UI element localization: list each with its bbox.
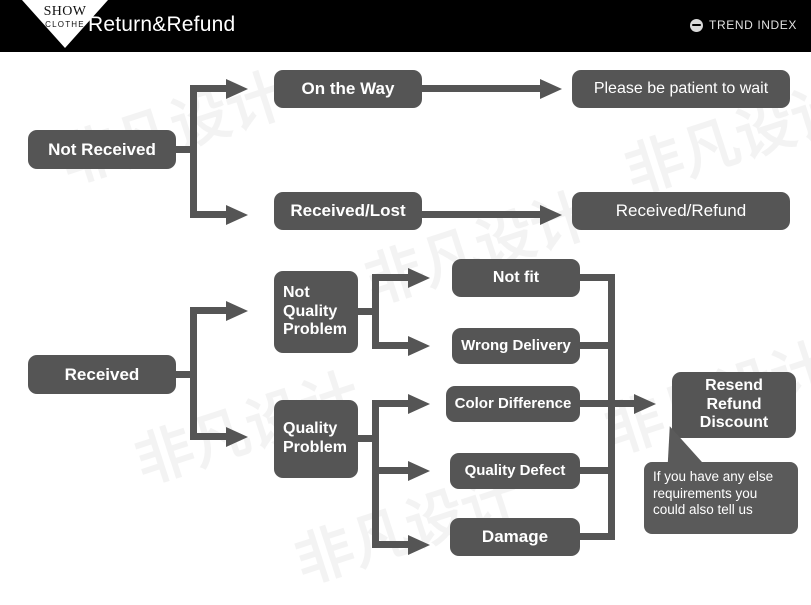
- node-wrong-delivery[interactable]: Wrong Delivery: [452, 328, 580, 364]
- node-quality-defect[interactable]: Quality Defect: [450, 453, 580, 489]
- connector-line: [578, 274, 615, 281]
- arrow-head: [226, 205, 248, 225]
- watermark: 非凡设计: [48, 48, 295, 200]
- callout-note: If you have any else requirements you co…: [644, 462, 798, 534]
- connector-line: [608, 400, 640, 407]
- connector-line: [174, 371, 196, 378]
- connector-line: [356, 308, 378, 315]
- callout-line: requirements you: [653, 485, 758, 501]
- connector-line: [578, 342, 615, 349]
- node-label: Quality Defect: [464, 462, 566, 480]
- node-received-lost[interactable]: Received/Lost: [274, 192, 422, 230]
- logo-secondary-text: CLOTHE: [45, 20, 85, 29]
- node-label: On the Way: [301, 79, 395, 99]
- node-color-difference[interactable]: Color Difference: [446, 386, 580, 422]
- arrow-head: [634, 394, 656, 414]
- connector-line: [372, 342, 412, 349]
- arrow-head: [226, 301, 248, 321]
- connector-line: [372, 274, 379, 349]
- trend-index-label: TREND INDEX: [709, 18, 797, 32]
- arrow-head: [408, 268, 430, 288]
- logo-primary-text: SHOW: [43, 4, 87, 19]
- arrow-head: [408, 461, 430, 481]
- node-label: Received: [64, 364, 140, 384]
- connector-line: [190, 211, 230, 218]
- connector-line: [420, 85, 546, 92]
- node-label: Received/Refund: [615, 201, 747, 221]
- connector-line: [372, 400, 379, 548]
- page-title: Return&Refund: [88, 13, 236, 36]
- page-header: SHOW CLOTHE Return&Refund TREND INDEX: [0, 0, 811, 52]
- node-label: Not fit: [492, 268, 540, 286]
- connector-line: [578, 467, 615, 474]
- node-received-refund[interactable]: Received/Refund: [572, 192, 790, 230]
- arrow-head: [408, 535, 430, 555]
- node-label: Not Received: [48, 139, 156, 159]
- connector-line: [420, 211, 544, 218]
- diagram-canvas: 非凡设计 非凡设计 非凡设计 非凡设计 非凡设计 非凡设计 Not Receiv…: [0, 52, 811, 605]
- connector-line: [190, 85, 197, 218]
- callout-line: If you have any else: [653, 469, 774, 484]
- node-label: Please be patient to wait: [593, 79, 769, 97]
- watermark: 非凡设计: [353, 168, 600, 320]
- node-not-received[interactable]: Not Received: [28, 130, 176, 169]
- node-label: Wrong Delivery: [461, 337, 571, 355]
- node-not-fit[interactable]: Not fit: [452, 259, 580, 297]
- arrow-head: [408, 336, 430, 356]
- connector-line: [372, 400, 412, 407]
- trend-index-badge: TREND INDEX: [690, 18, 797, 32]
- globe-icon: [690, 18, 704, 32]
- node-label: Color Difference: [454, 395, 572, 413]
- connector-line: [190, 433, 230, 440]
- connector-line: [578, 533, 615, 540]
- connector-line: [372, 467, 412, 474]
- connector-line: [190, 85, 230, 92]
- arrow-head: [540, 79, 562, 99]
- node-damage[interactable]: Damage: [450, 518, 580, 556]
- arrow-head: [540, 205, 562, 225]
- arrow-head: [226, 79, 248, 99]
- connector-line: [174, 146, 196, 153]
- callout-line: could also tell us: [653, 502, 753, 518]
- connector-line: [578, 400, 615, 407]
- arrow-head: [408, 394, 430, 414]
- connector-bus: [608, 274, 615, 540]
- connector-line: [190, 307, 230, 314]
- arrow-head: [226, 427, 248, 447]
- node-received[interactable]: Received: [28, 355, 176, 394]
- connector-line: [372, 541, 412, 548]
- connector-line: [356, 435, 378, 442]
- node-label: Received/Lost: [290, 201, 406, 221]
- logo-triangle-icon: [22, 0, 108, 48]
- node-label: Damage: [481, 527, 549, 547]
- node-please-be-patient-to-wait[interactable]: Please be patient to wait: [572, 70, 790, 108]
- connector-line: [190, 307, 197, 440]
- brand-logo: SHOW CLOTHE: [22, 0, 108, 52]
- node-on-the-way[interactable]: On the Way: [274, 70, 422, 108]
- connector-line: [372, 274, 412, 281]
